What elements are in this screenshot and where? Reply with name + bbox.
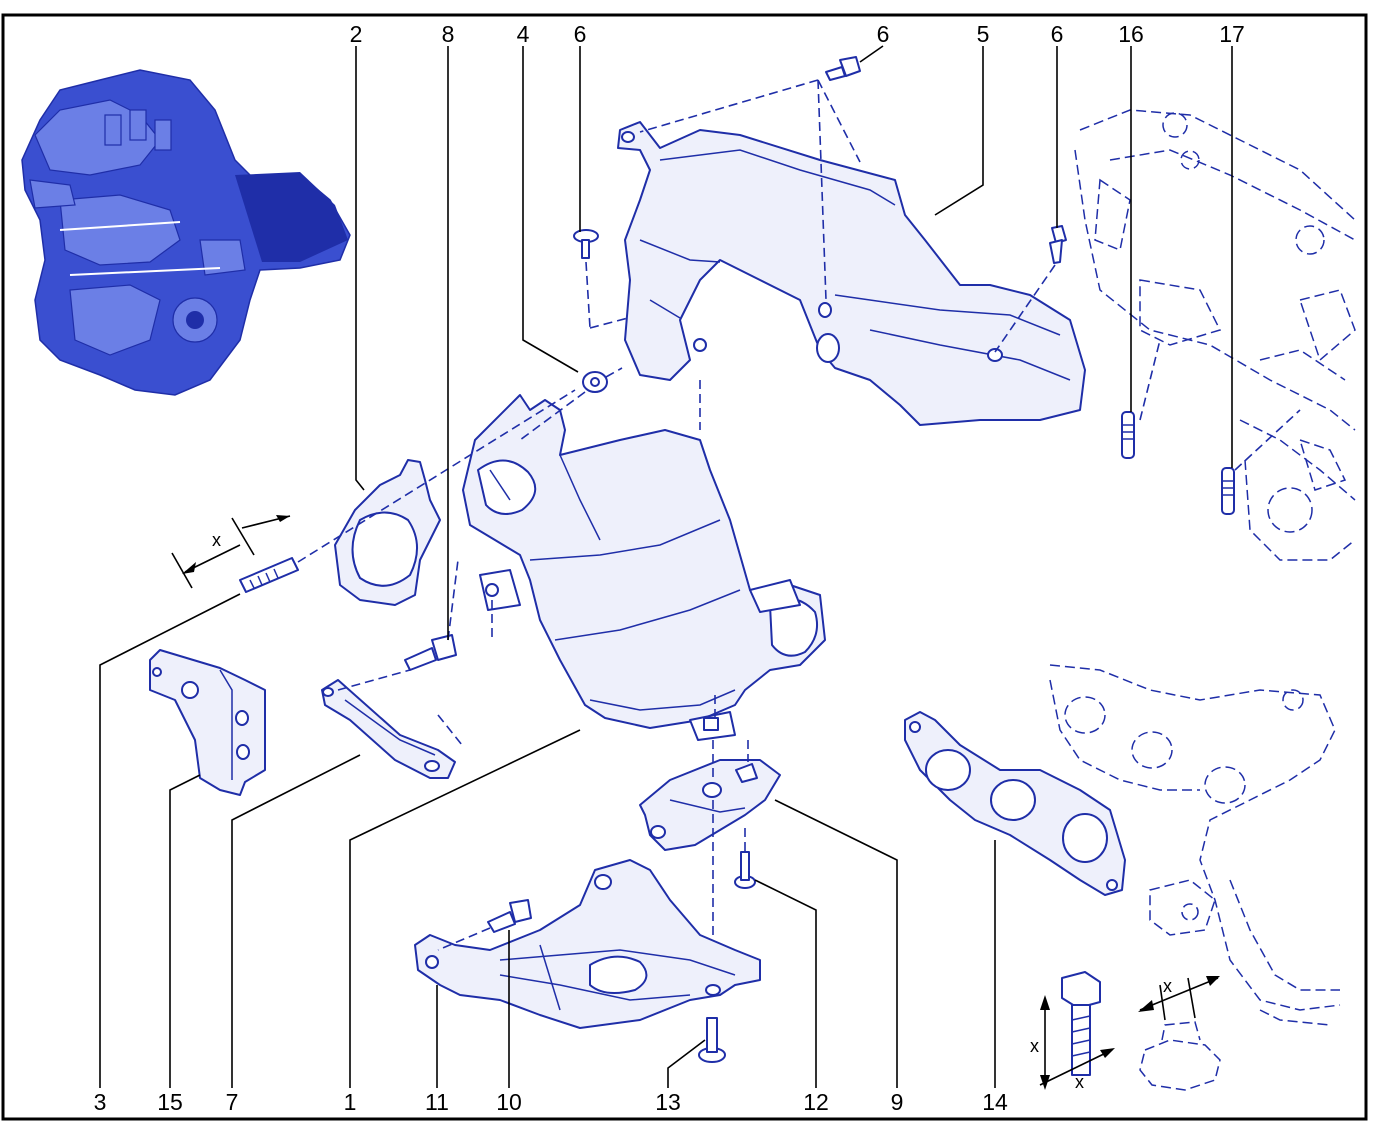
callout-6-top: 6 (877, 21, 890, 47)
engine-overview-illustration (21, 69, 351, 396)
callout-9: 9 (891, 1089, 904, 1115)
cylinder-head-phantom (1074, 109, 1356, 561)
bolt-10 (487, 899, 532, 933)
bracket-9 (639, 759, 781, 851)
nut-dimension-detail (1138, 976, 1221, 1091)
callout-5: 5 (977, 21, 990, 47)
callout-6-right: 6 (1051, 21, 1064, 47)
stud-3-dimension (171, 515, 291, 589)
callout-12: 12 (803, 1089, 829, 1115)
callout-17: 17 (1219, 21, 1245, 47)
callout-labels: 2 8 4 6 6 5 6 16 17 3 15 7 1 11 10 13 12… (94, 21, 1245, 1115)
callout-13: 13 (655, 1089, 681, 1115)
bolt-13 (698, 1017, 726, 1063)
lower-heat-shield (414, 859, 761, 1029)
callout-3: 3 (94, 1089, 107, 1115)
bolt-8 (404, 634, 457, 671)
bracket-7 (321, 679, 456, 779)
bolt-dimension-detail (1039, 971, 1115, 1090)
callout-4: 4 (517, 21, 530, 47)
callout-7: 7 (226, 1089, 239, 1115)
callout-6-left: 6 (574, 21, 587, 47)
nut-4 (582, 371, 608, 393)
stud-3 (239, 557, 299, 593)
gasket-14 (904, 711, 1126, 896)
bolt-6-top (825, 56, 861, 81)
catalytic-converter (462, 394, 826, 741)
bolt-6-left (573, 229, 599, 259)
callout-15: 15 (157, 1089, 183, 1115)
gasket-2 (334, 459, 441, 606)
bolt-6-right (1049, 225, 1067, 264)
callout-2: 2 (350, 21, 363, 47)
diagram-frame (1, 13, 1368, 1121)
upper-heat-shield (617, 121, 1086, 426)
bracket-15 (149, 649, 266, 796)
bolt-length-dim: x (1030, 1036, 1039, 1056)
leader-lines (99, 45, 1233, 1088)
exhaust-manifold-phantom (1049, 664, 1341, 1026)
callout-11: 11 (425, 1089, 449, 1115)
callout-8: 8 (442, 21, 455, 47)
bolt-diameter-dim: x (1075, 1072, 1084, 1092)
nut-width-dim: x (1163, 976, 1172, 996)
callout-14: 14 (982, 1089, 1008, 1115)
stud-16 (1121, 411, 1135, 459)
bolt-12 (734, 851, 756, 889)
callout-1: 1 (344, 1089, 357, 1115)
stud-17 (1221, 467, 1235, 515)
callout-10: 10 (496, 1089, 522, 1115)
stud-length-dim: x (212, 530, 221, 550)
callout-16: 16 (1118, 21, 1144, 47)
